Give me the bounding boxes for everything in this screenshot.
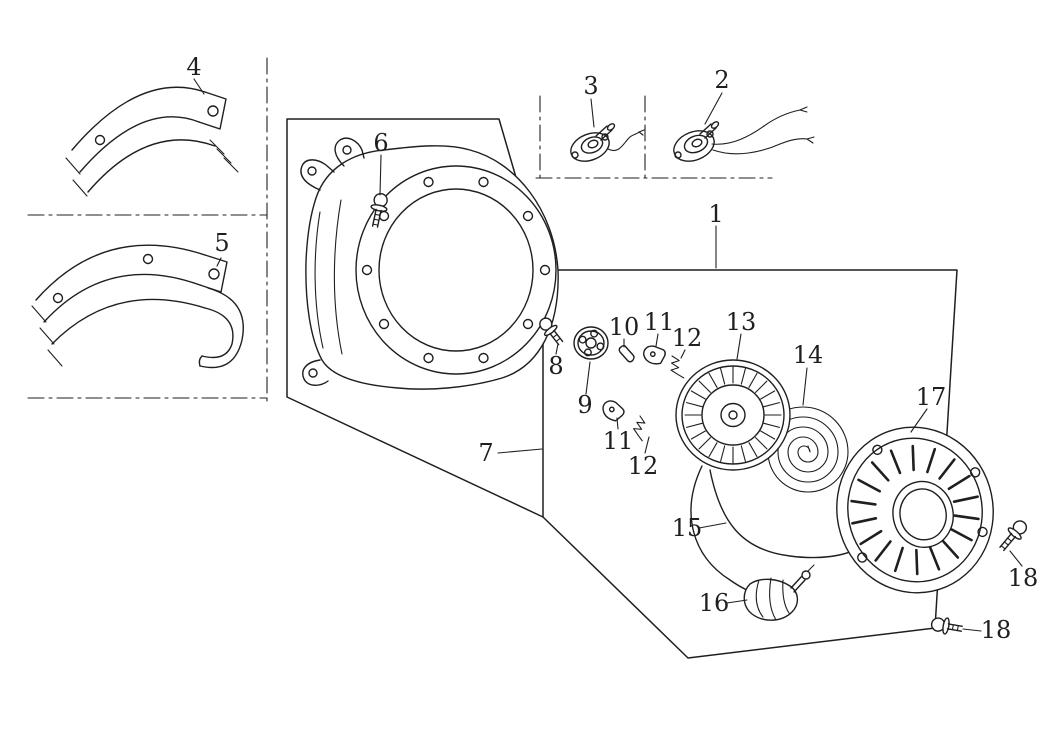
callout-label-3: 3 [583,72,598,100]
callout-label-15: 15 [672,514,703,542]
callout-labels: 4 5 6 3 2 1 7 8 9 10 11 12 13 14 15 16 1… [186,53,1038,644]
callout-label-11a: 11 [644,308,675,336]
callout-label-8: 8 [548,352,563,380]
callout-label-18a: 18 [1008,564,1039,592]
starter-reel-13 [675,359,791,471]
starter-case-17 [836,426,994,594]
part-5-flange-segment [31,244,244,369]
ratchet-pawl-11a [643,345,666,365]
bolt-18a [999,520,1028,552]
callout-label-5: 5 [214,229,229,257]
callout-label-9: 9 [577,391,592,419]
leader-lines [193,78,1023,632]
stop-switch-2 [673,106,815,162]
bolt-6 [370,192,388,228]
bolt-8 [539,317,564,346]
callout-label-18b: 18 [981,616,1012,644]
callout-label-12a: 12 [672,324,703,352]
callout-label-11b: 11 [603,427,634,455]
callout-label-7: 7 [478,439,493,467]
friction-plate-9 [573,326,609,360]
part-4-flange-segment [65,86,239,197]
callout-label-16: 16 [699,589,730,617]
starter-rope-15 [690,465,859,598]
pawl-spring-12b [633,415,646,442]
spiral-spring-14 [749,406,849,493]
callout-label-10: 10 [609,313,640,341]
bolt-18b [930,617,963,635]
starter-grip-16 [743,564,815,621]
callout-label-17: 17 [916,383,947,411]
callout-label-6: 6 [373,129,388,157]
ratchet-pawl-11b [602,400,625,422]
fan-cover [300,137,559,390]
friction-spring-10 [618,344,635,363]
callout-label-13: 13 [726,308,757,336]
callout-label-4: 4 [186,53,201,81]
callout-label-1: 1 [708,200,723,228]
pawl-spring-12a [670,355,685,379]
callout-label-14: 14 [793,341,824,369]
section-lines [27,57,773,403]
callout-label-2: 2 [714,66,729,94]
callout-label-12b: 12 [628,452,659,480]
stop-switch-3 [570,123,645,162]
